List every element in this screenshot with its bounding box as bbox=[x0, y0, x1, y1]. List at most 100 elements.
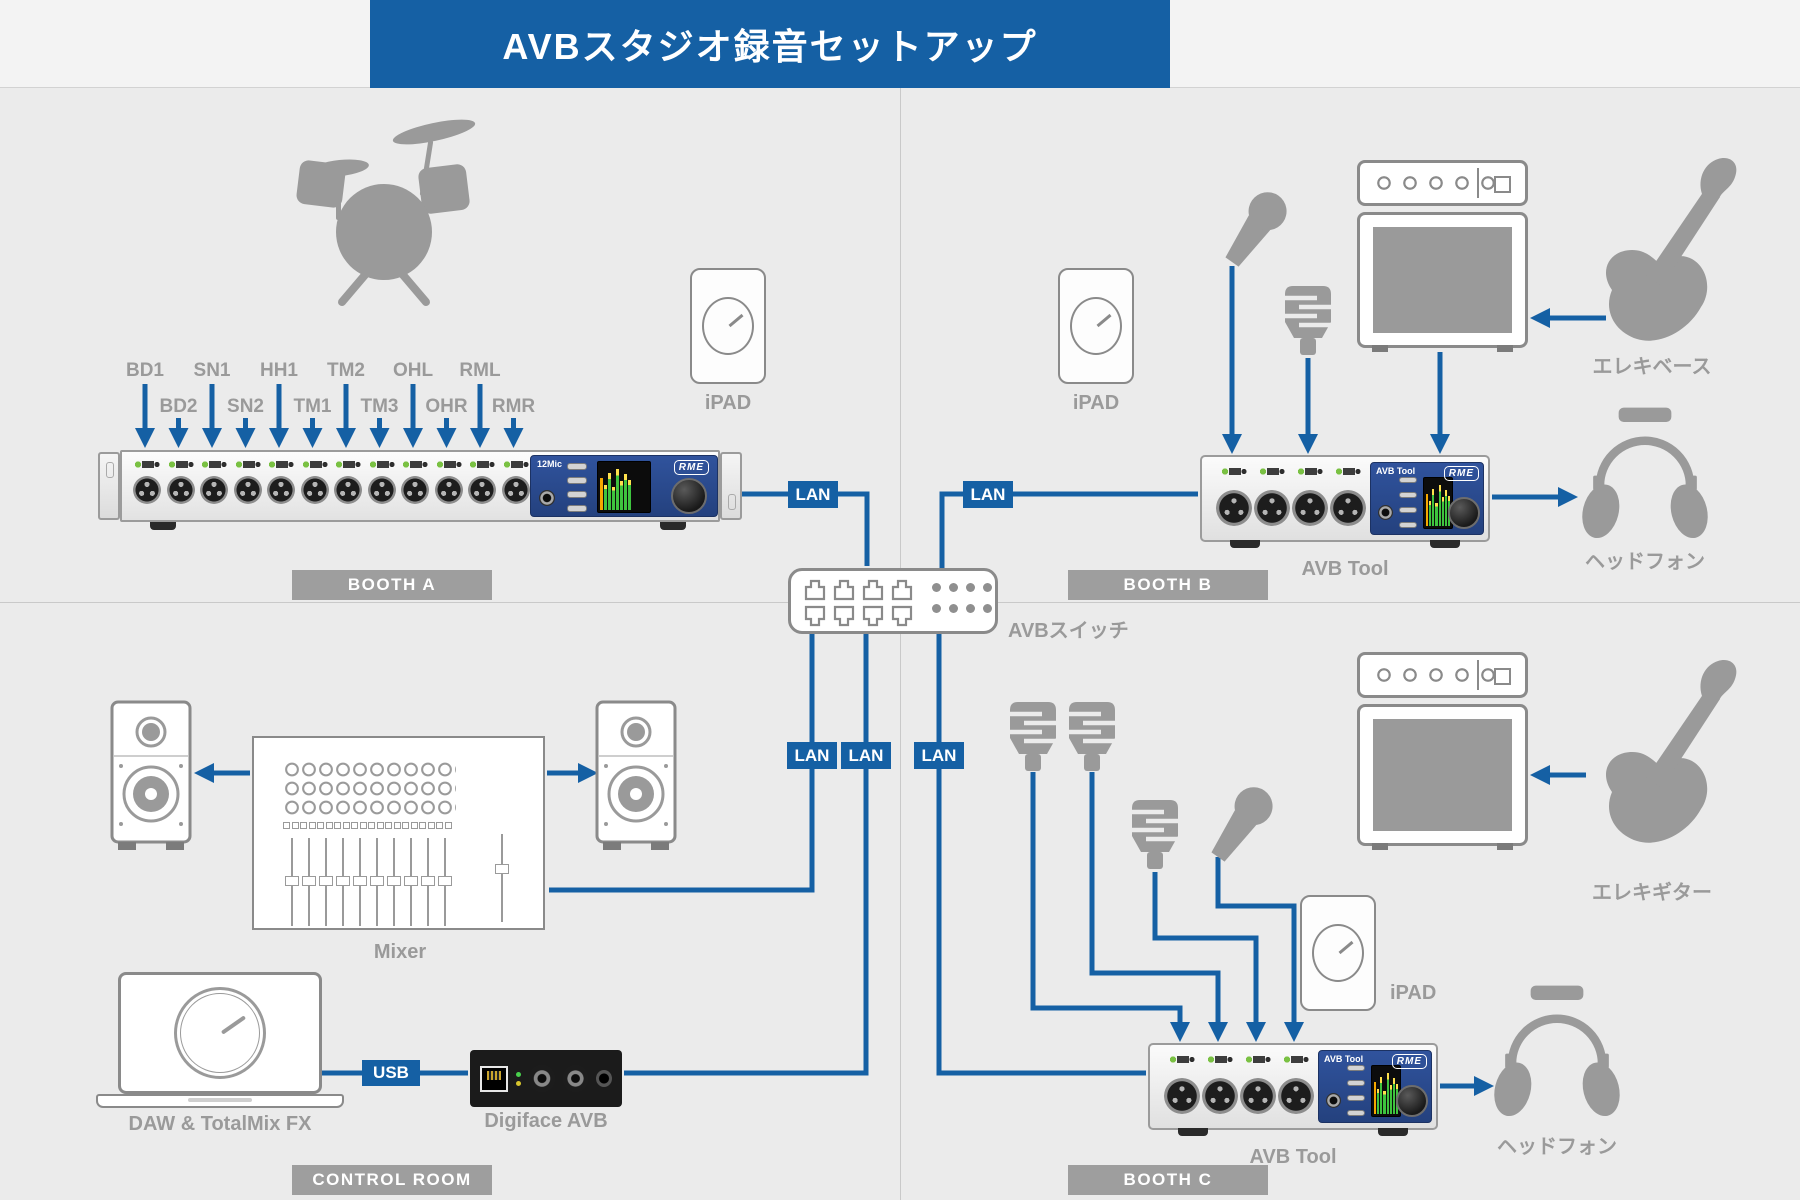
gain-led-row bbox=[1296, 467, 1324, 476]
xlr-jack bbox=[133, 476, 161, 504]
bass-guitar-icon bbox=[1605, 158, 1737, 341]
arrow-mic1-to-tool-c bbox=[1030, 772, 1190, 1042]
panel-button bbox=[567, 491, 587, 498]
mixer-switch bbox=[326, 822, 333, 829]
control-room-badge: CONTROL ROOM bbox=[292, 1165, 492, 1195]
meter-bar bbox=[1444, 490, 1447, 526]
header-strip-right bbox=[1170, 0, 1800, 88]
panel-button bbox=[1347, 1065, 1365, 1071]
amp-foot bbox=[1497, 345, 1513, 352]
device-foot bbox=[1378, 1128, 1408, 1136]
mixer-switch bbox=[394, 822, 401, 829]
meter-bar bbox=[1389, 1085, 1392, 1114]
lan-line-mixer bbox=[549, 634, 815, 893]
studio-mic-icon-booth-b bbox=[1285, 286, 1331, 355]
mixer-switch bbox=[377, 822, 384, 829]
handheld-mic-icon-booth-c bbox=[1202, 779, 1281, 868]
gain-led-row bbox=[1244, 1055, 1272, 1064]
mixer-knob-grid bbox=[283, 760, 456, 817]
fader-handle bbox=[353, 876, 367, 886]
xlr-jack bbox=[1292, 490, 1328, 526]
amp-switch bbox=[1494, 668, 1511, 685]
panel-button bbox=[1347, 1080, 1365, 1086]
amp-cabinet-booth-c bbox=[1357, 704, 1528, 850]
avb-tool-model-label: AVB Tool bbox=[1324, 1054, 1364, 1064]
electric-guitar-icon bbox=[1605, 660, 1737, 843]
meter-bar bbox=[1435, 503, 1438, 526]
gain-led-row bbox=[334, 460, 362, 469]
fader-handle bbox=[285, 876, 299, 886]
fader-handle bbox=[302, 876, 316, 886]
mixer-switch bbox=[334, 822, 341, 829]
ethernet-port-icon bbox=[862, 579, 884, 601]
xlr-jack bbox=[401, 476, 429, 504]
fader-handle bbox=[336, 876, 350, 886]
connector-icon bbox=[562, 1065, 589, 1092]
level-meter-display bbox=[1371, 1065, 1401, 1117]
lan-line-digiface bbox=[624, 634, 869, 1076]
volume-knob bbox=[1396, 1085, 1428, 1117]
mixer-switch bbox=[292, 822, 299, 829]
amp-knobs bbox=[1372, 663, 1500, 687]
monitor-speaker-left bbox=[110, 700, 192, 852]
lan-badge-digiface: LAN bbox=[841, 742, 891, 769]
booth-b-badge: BOOTH B bbox=[1068, 570, 1268, 600]
fader-handle bbox=[438, 876, 452, 886]
mixer-switch bbox=[385, 822, 392, 829]
lan-badge-booth-a: LAN bbox=[788, 481, 838, 508]
studio-mic-icon-booth-c-1 bbox=[1010, 702, 1056, 771]
xlr-jack bbox=[1240, 1078, 1276, 1114]
mic-label: BD2 bbox=[159, 396, 198, 417]
panel-button bbox=[1347, 1095, 1365, 1101]
status-led bbox=[932, 583, 941, 592]
gain-led-row bbox=[468, 460, 496, 469]
mixer-switch bbox=[368, 822, 375, 829]
ipad-label-booth-a: iPAD bbox=[704, 392, 752, 414]
avb-tool-caption-booth-c: AVB Tool bbox=[1249, 1146, 1337, 1168]
mic-label: TM2 bbox=[327, 360, 365, 381]
status-led bbox=[966, 583, 975, 592]
mic-label: TM1 bbox=[293, 396, 332, 417]
meter-bar bbox=[1438, 484, 1441, 526]
xlr-jack bbox=[1278, 1078, 1314, 1114]
amp-divider bbox=[1477, 660, 1479, 690]
panel-button bbox=[567, 477, 587, 484]
totalmix-knob-icon bbox=[174, 987, 266, 1079]
mic-label: BD1 bbox=[125, 360, 164, 381]
mixer-switch bbox=[360, 822, 367, 829]
meter-bar bbox=[1426, 493, 1429, 526]
ethernet-port-icon bbox=[804, 605, 826, 627]
mixer-switch bbox=[436, 822, 443, 829]
laptop-screen bbox=[118, 972, 322, 1094]
bass-label: エレキベース bbox=[1592, 356, 1712, 378]
xlr-jack bbox=[267, 476, 295, 504]
meter-bar bbox=[1380, 1077, 1383, 1114]
mixer-switch bbox=[402, 822, 409, 829]
ipad-label-booth-c: iPAD bbox=[1390, 982, 1437, 1004]
xlr-jack bbox=[200, 476, 228, 504]
xlr-jack bbox=[1202, 1078, 1238, 1114]
fader-handle bbox=[319, 876, 333, 886]
status-led bbox=[983, 583, 992, 592]
knob-needle bbox=[1096, 313, 1112, 328]
meter-bar bbox=[1432, 489, 1435, 526]
meter-bar bbox=[1383, 1091, 1386, 1114]
panel-button bbox=[567, 505, 587, 512]
mixer-switch bbox=[351, 822, 358, 829]
monitor-speaker-right bbox=[595, 700, 677, 852]
device-foot bbox=[150, 522, 176, 530]
headphone-jack-icon bbox=[539, 490, 555, 506]
gain-led-row bbox=[401, 460, 429, 469]
meter-bar bbox=[612, 487, 615, 510]
rack-ear-right bbox=[720, 452, 742, 520]
headphones-icon-booth-c bbox=[1489, 986, 1625, 1120]
booth-a-badge: BOOTH A bbox=[292, 570, 492, 600]
meter-bar bbox=[1441, 497, 1444, 526]
gain-led-row bbox=[1206, 1055, 1234, 1064]
avb-tool-caption-booth-b: AVB Tool bbox=[1301, 558, 1389, 580]
knob-needle bbox=[728, 313, 744, 328]
12mic-control-section: 12Mic RME bbox=[530, 455, 718, 517]
mic-label: OHL bbox=[392, 360, 434, 381]
rme-logo: RME bbox=[1443, 466, 1479, 481]
